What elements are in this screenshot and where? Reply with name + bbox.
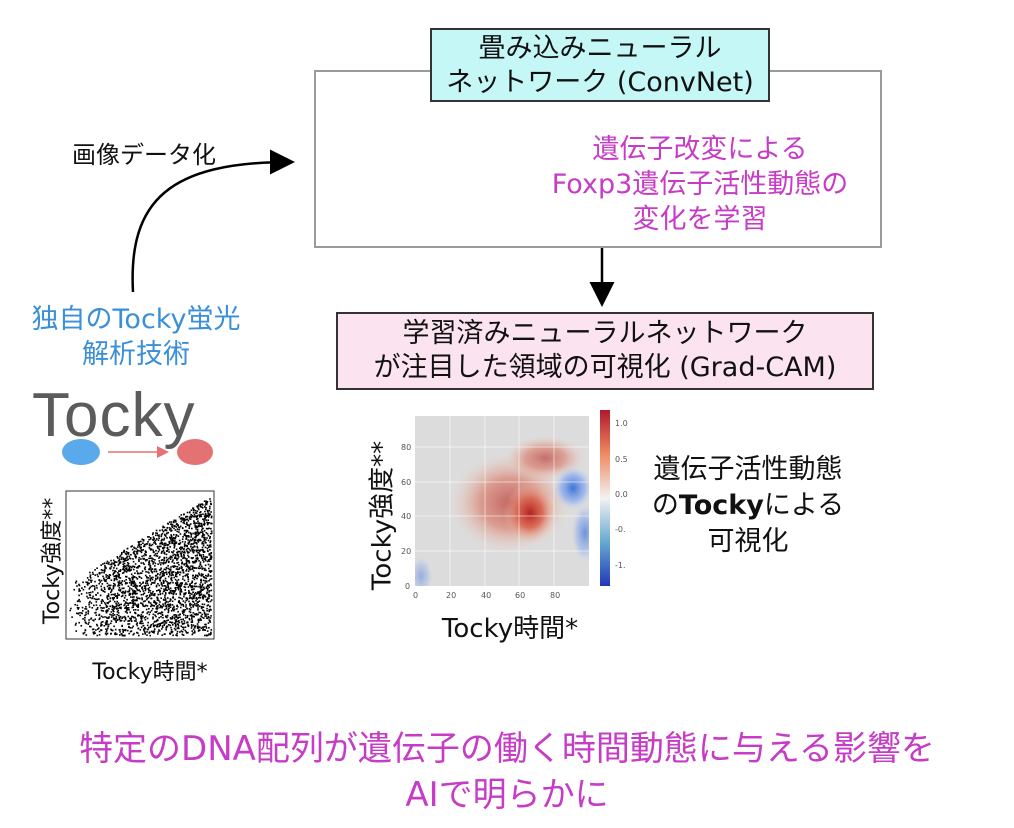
caption-line1: 遺伝子活性動態: [653, 454, 843, 485]
tocky-tech-line1: 独自のTocky蛍光: [31, 304, 241, 335]
y-tick-2: 40: [401, 512, 411, 521]
x-tick-3: 60: [515, 591, 525, 600]
image-data-label: 画像データ化: [72, 141, 216, 169]
cbar-tick-0: 1.0: [615, 419, 628, 428]
x-tick-2: 40: [481, 591, 491, 600]
scatter-points: [69, 498, 213, 637]
tocky-technology-label: 独自のTocky蛍光 解析技術: [12, 302, 260, 372]
gradcam-line1: 学習済みニューラルネットワーク: [402, 318, 808, 349]
bottom-line2: AIで明らかに: [405, 775, 609, 815]
gradcam-ylabel: Tocky強度**: [367, 440, 398, 591]
tocky-tech-line2: 解析技術: [82, 339, 190, 370]
learn-line3: 変化を学習: [632, 204, 768, 235]
caption-line3: 可視化: [707, 526, 789, 557]
x-tick-4: 80: [550, 591, 560, 600]
tocky-scatter-plot: [65, 490, 215, 640]
tocky-logo: Tocky: [32, 381, 196, 450]
convnet-title-line1: 畳み込みニューラル: [478, 33, 722, 64]
gradcam-xlabel: Tocky時間*: [441, 614, 579, 644]
learn-line2: Foxp3遺伝子活性動態の: [551, 169, 849, 200]
logo-red-circle: [177, 439, 213, 465]
cbar-tick-3: -0.: [615, 525, 626, 534]
y-tick-4: 80: [401, 443, 411, 452]
cbar-tick-2: 0.0: [615, 490, 628, 499]
caption-line2: のTockyによる: [628, 488, 868, 524]
x-tick-0: 0: [413, 591, 418, 600]
colorbar: [600, 410, 610, 586]
y-tick-0: 0: [405, 582, 410, 591]
learn-line1: 遺伝子改変による: [592, 134, 808, 165]
bottom-line1: 特定のDNA配列が遺伝子の働く時間動態に与える影響を: [79, 729, 935, 769]
small-plot-ylabel: Tocky強度**: [40, 497, 65, 624]
caption-bold: Tocky: [678, 490, 764, 521]
caption-prefix: の: [651, 490, 679, 521]
gradcam-heatmap: 0 20 40 60 80 0 20 40 60 80 1.0 0.5 0.0 …: [401, 410, 628, 600]
y-tick-3: 60: [401, 478, 411, 487]
learning-description: 遺伝子改変による Foxp3遺伝子活性動態の 変化を学習: [520, 132, 880, 237]
convnet-title-box: 畳み込みニューラル ネットワーク (ConvNet): [430, 28, 770, 102]
x-tick-1: 20: [446, 591, 456, 600]
small-plot-xlabel: Tocky時間*: [92, 660, 208, 685]
logo-blue-circle: [62, 439, 100, 465]
gradcam-title-box: 学習済みニューラルネットワーク が注目した領域の可視化 (Grad-CAM): [336, 312, 874, 390]
cbar-tick-1: 0.5: [615, 455, 628, 464]
y-tick-1: 20: [401, 547, 411, 556]
cbar-tick-4: -1.: [615, 561, 626, 570]
curve-arrow: [131, 149, 295, 293]
tocky-visualization-caption: 遺伝子活性動態 のTockyによる 可視化: [628, 452, 868, 560]
bottom-summary: 特定のDNA配列が遺伝子の働く時間動態に与える影響を AIで明らかに: [0, 726, 1014, 818]
gradcam-line2: が注目した領域の可視化 (Grad-CAM): [373, 352, 837, 383]
convnet-title-line2: ネットワーク (ConvNet): [446, 67, 754, 98]
caption-suffix: による: [763, 490, 845, 521]
